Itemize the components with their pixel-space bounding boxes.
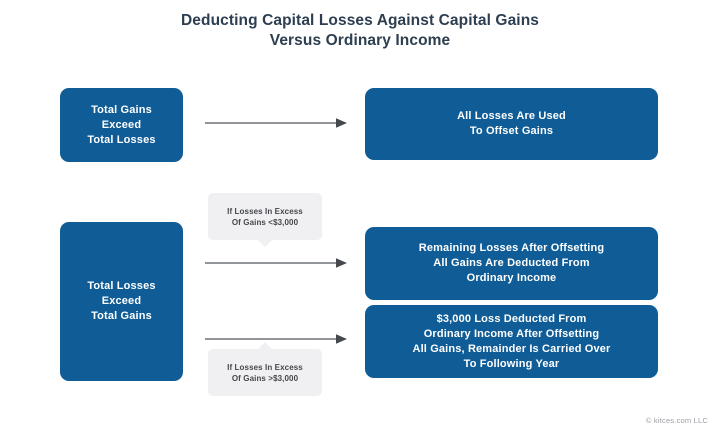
title-line-1: Deducting Capital Losses Against Capital… (180, 12, 539, 29)
box-all-losses-are-used-to-offset-gains: All Losses Are Used To Offset Gains (365, 88, 658, 160)
callout-tail-icon (258, 342, 272, 349)
box-line: Total Gains (91, 103, 152, 116)
callout-tail-icon (258, 240, 272, 247)
condition-label-losses-over-3000: If Losses In Excess Of Gains >$3,000 (208, 342, 322, 396)
condition-label-losses-under-3000: If Losses In Excess Of Gains <$3,000 (208, 193, 322, 247)
box-line: Exceed (101, 295, 142, 307)
arrow-losses-to-remaining-losses (205, 258, 347, 268)
condition-label-line: If Losses In Excess (227, 206, 303, 216)
box-line: $3,000 Loss Deducted From (436, 312, 587, 325)
box-line: Remaining Losses After Offsetting (418, 242, 605, 254)
box-line: Ordinary Income After Offsetting (423, 327, 600, 340)
box-3000-loss-deducted-remainder-carried-over: $3,000 Loss Deducted From Ordinary Incom… (365, 305, 658, 378)
box-line: Total Losses (87, 280, 156, 292)
box-total-gains-exceed-total-losses: Total Gains Exceed Total Losses (60, 88, 183, 162)
box-total-losses-exceed-total-gains: Total Losses Exceed Total Gains (60, 222, 183, 381)
condition-label-line: Of Gains >$3,000 (231, 373, 299, 383)
box-line: All Losses Are Used (457, 110, 566, 122)
condition-label-line: Of Gains <$3,000 (231, 217, 299, 227)
box-line: Total Losses (87, 133, 156, 146)
box-line: All Gains Are Deducted From (433, 257, 590, 269)
box-remaining-losses-deducted-from-ordinary-income: Remaining Losses After Offsetting All Ga… (365, 227, 658, 300)
condition-label-line: If Losses In Excess (227, 362, 303, 372)
box-line: To Following Year (463, 357, 560, 370)
box-line: To Offset Gains (469, 125, 554, 137)
arrow-gains-to-all-losses-used (205, 118, 347, 128)
copyright-credit: © kitces.com LLC (645, 416, 708, 425)
box-line: Ordinary Income (466, 272, 557, 284)
box-line: All Gains, Remainder Is Carried Over (412, 342, 611, 355)
box-line: Exceed (101, 118, 142, 131)
box-line: Total Gains (91, 310, 152, 322)
title-line-2: Versus Ordinary Income (269, 32, 451, 49)
page-title: Deducting Capital Losses Against Capital… (0, 11, 720, 51)
arrow-losses-to-3000-loss (205, 334, 347, 344)
